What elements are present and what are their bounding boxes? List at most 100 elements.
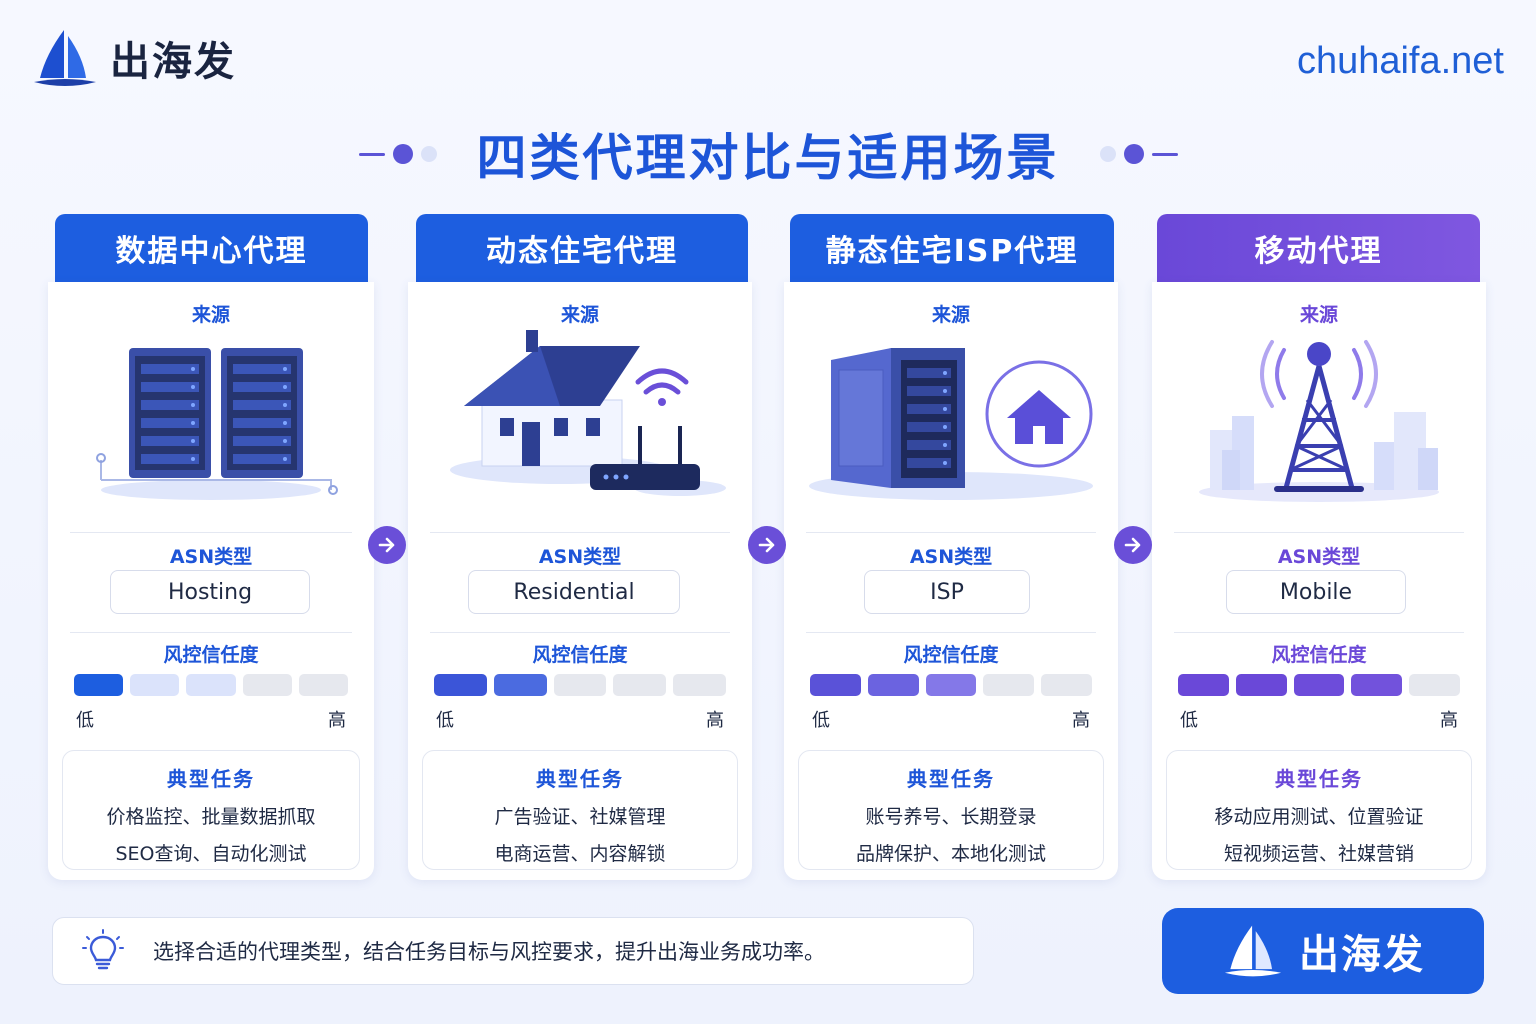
card-body: 来源 ASN类型 Mobile [1152,282,1486,880]
title-row: 四类代理对比与适用场景 [0,118,1536,190]
task-box: 典型任务 价格监控、批量数据抓取 SEO查询、自动化测试 [62,750,360,870]
card-body: 来源 ASN类型 R [408,282,752,880]
trust-segment [298,674,349,696]
trust-segment [983,674,1035,696]
trust-high-label: 高 [706,710,724,731]
brand-cta-button[interactable]: 出海发 [1162,908,1484,994]
arrow-right-icon [1114,526,1152,564]
card-mobile: 移动代理 来源 ASN类型 [1152,214,1486,880]
divider [1174,632,1464,633]
trust-meter [74,674,349,696]
task-title: 典型任务 [167,767,255,791]
task-title: 典型任务 [536,767,624,791]
server-home-icon [784,330,1118,510]
trust-segment [553,674,607,696]
divider [70,632,352,633]
task-box: 典型任务 移动应用测试、位置验证 短视频运营、社媒营销 [1166,750,1472,870]
task-line: 广告验证、社媒管理 [494,806,666,828]
asn-value: Residential [468,570,680,614]
asn-label: ASN类型 [909,546,993,568]
asn-value: Hosting [110,570,310,614]
trust-segment [1409,674,1460,696]
task-title: 典型任务 [1275,767,1363,791]
arrow-right-icon [368,526,406,564]
divider [430,532,730,533]
trust-segment [186,674,236,696]
title-decoration-right [1099,144,1178,164]
divider [806,532,1096,533]
task-line: 移动应用测试、位置验证 [1214,806,1424,828]
trust-meter [1178,674,1460,696]
trust-high-label: 高 [328,710,346,731]
house-router-icon [408,330,752,510]
brand-logo: 出海发 [30,26,236,90]
asn-value: Mobile [1226,570,1406,614]
trust-segment [1235,674,1287,696]
source-label: 来源 [931,304,970,326]
card-datacenter: 数据中心代理 来源 [48,214,374,880]
card-body: 来源 ASN类型 ISP 风控信任度 [784,282,1118,880]
sailboat-logo-icon [1224,925,1282,977]
trust-segment [130,674,180,696]
task-line: 品牌保护、本地化测试 [855,843,1046,865]
trust-segment [613,674,667,696]
task-line: 价格监控、批量数据抓取 [106,806,316,828]
task-line: SEO查询、自动化测试 [115,843,307,865]
task-box: 典型任务 广告验证、社媒管理 电商运营、内容解锁 [422,750,738,870]
task-box: 典型任务 账号养号、长期登录 品牌保护、本地化测试 [798,750,1104,870]
source-label: 来源 [560,304,599,326]
tip-banner: 选择合适的代理类型，结合任务目标与风控要求，提升出海业务成功率。 [52,917,974,985]
trust-label: 风控信任度 [1271,644,1367,666]
lightbulb-icon [82,929,124,970]
trust-segment [1178,674,1229,696]
asn-label: ASN类型 [169,546,253,568]
brand-name: 出海发 [110,39,236,85]
task-line: 电商运营、内容解锁 [494,843,666,865]
asn-label: ASN类型 [538,546,622,568]
card-body: 来源 [48,282,374,880]
asn-value: ISP [864,570,1030,614]
trust-segment [1351,674,1403,696]
card-dynamic-residential: 动态住宅代理 来源 [408,214,752,880]
card-title: 动态住宅代理 [416,214,748,282]
trust-segment [925,674,977,696]
trust-segment [673,674,726,696]
card-title: 数据中心代理 [55,214,368,282]
task-title: 典型任务 [907,767,995,791]
divider [1174,532,1464,533]
card-title: 移动代理 [1157,214,1480,282]
trust-low-label: 低 [436,710,454,731]
source-label: 来源 [1299,304,1338,326]
trust-label: 风控信任度 [532,644,628,666]
trust-segment [434,674,487,696]
sailboat-logo-icon [34,30,96,86]
trust-segment [1293,674,1345,696]
trust-low-label: 低 [76,710,94,731]
site-url[interactable]: chuhaifa.net [1296,40,1504,82]
trust-label: 风控信任度 [903,644,999,666]
task-line: 短视频运营、社媒营销 [1223,843,1414,865]
trust-segment [74,674,124,696]
tip-text: 选择合适的代理类型，结合任务目标与风控要求，提升出海业务成功率。 [153,940,825,964]
trust-meter [810,674,1092,696]
trust-label: 风控信任度 [163,644,259,666]
trust-segment [867,674,919,696]
page-title: 四类代理对比与适用场景 [476,129,1060,187]
trust-low-label: 低 [1180,710,1198,731]
source-label: 来源 [191,304,230,326]
cta-label: 出海发 [1299,932,1425,978]
task-line: 账号养号、长期登录 [865,806,1037,828]
trust-low-label: 低 [812,710,830,731]
card-static-isp: 静态住宅ISP代理 来源 ASN类型 IS [784,214,1118,880]
trust-segment [810,674,861,696]
title-decoration-left [358,144,437,164]
trust-high-label: 高 [1440,710,1458,731]
trust-segment [1041,674,1092,696]
trust-segment [242,674,292,696]
trust-meter [434,674,726,696]
divider [806,632,1096,633]
datacenter-server-icon [48,330,374,510]
divider [430,632,730,633]
divider [70,532,352,533]
cell-tower-icon [1152,330,1486,510]
